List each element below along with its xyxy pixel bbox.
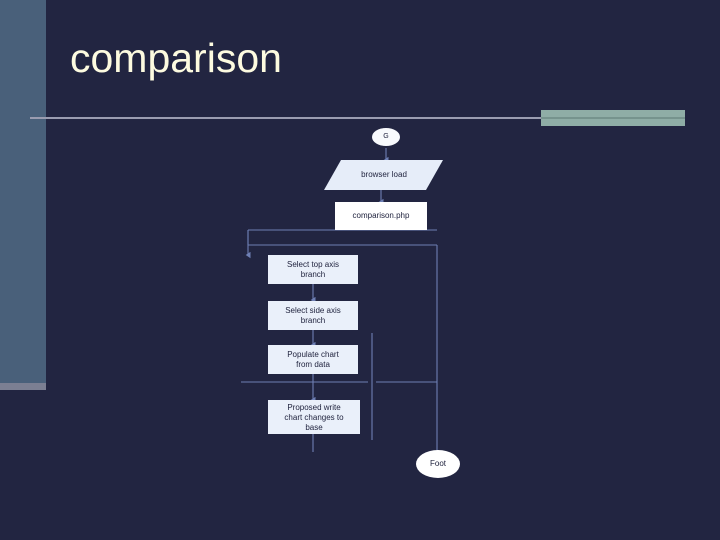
node-side-axis-shape [268,301,358,330]
page-title: comparison [70,35,282,81]
node-proposed-shape [268,400,360,434]
node-browser-shape [324,160,443,190]
node-populate-shape [268,345,358,374]
title-accent-bar [541,110,685,126]
sidebar-accent-band [0,0,46,383]
title-divider-rule [30,117,658,119]
node-foot-shape [416,450,460,478]
node-comparison-shape [335,202,427,230]
sidebar-accent-foot [0,383,46,390]
node-top-axis-shape [268,255,358,284]
node-start-shape [372,128,400,146]
